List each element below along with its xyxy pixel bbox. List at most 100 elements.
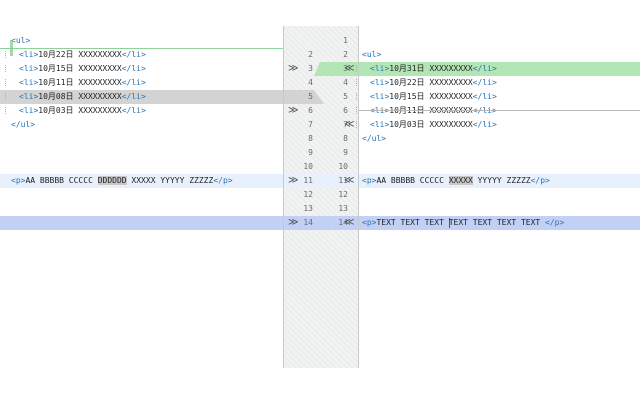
right-line-number: 7 [343, 120, 348, 129]
apply-left-arrows-icon[interactable]: ≪ [344, 63, 355, 74]
html-tag-token: </ul> [362, 134, 387, 143]
left-code-line[interactable]: <li>10月15日 XXXXXXXXX</li> [0, 62, 283, 76]
code-text: <p>TEXT TEXT TEXT TEXT TEXT TEXT TEXT </… [362, 216, 564, 230]
html-tag-token: <li> [19, 50, 39, 59]
right-line-number: 1 [343, 36, 348, 45]
left-line-number: 7 [308, 120, 313, 129]
html-tag-token: <li> [370, 64, 390, 73]
right-line-number: 5 [343, 92, 348, 101]
left-code-line[interactable]: <li>10月08日 XXXXXXXXX</li> [0, 90, 283, 104]
left-code-line[interactable] [0, 132, 283, 146]
right-line-number: 10 [338, 162, 348, 171]
html-tag-token: </p> [213, 176, 233, 185]
left-code-line[interactable]: <ul> [0, 34, 283, 48]
left-code-line[interactable] [0, 188, 283, 202]
html-tag-token: <ul> [11, 36, 31, 45]
gutter-diff-band [284, 216, 358, 230]
left-line-number [293, 34, 313, 48]
code-text: <li>10月11日 XXXXXXXXX</li> [19, 76, 146, 90]
html-tag-token: </p> [545, 218, 565, 227]
right-code-line[interactable]: <p>AA BBBBB CCCCC XXXXX YYYYY ZZZZZ</p> [359, 174, 640, 188]
left-code-line[interactable]: <li>10月11日 XXXXXXXXX</li> [0, 76, 283, 90]
left-code-line[interactable]: <p>AA BBBBB CCCCC DDDDDD XXXXX YYYYY ZZZ… [0, 174, 283, 188]
left-line-number: 6 [308, 106, 313, 115]
left-code-line[interactable]: </ul> [0, 118, 283, 132]
right-line-number: 4 [343, 78, 348, 87]
left-line-number: 10 [303, 162, 313, 171]
html-tag-token: <p> [11, 176, 26, 185]
left-line-number: 12 [303, 190, 313, 199]
text-token: 10月22日 XXXXXXXXX [389, 78, 473, 87]
apply-left-arrows-icon[interactable]: ≪ [344, 119, 355, 130]
right-code-line[interactable]: <li>10月22日 XXXXXXXXX</li> [356, 76, 640, 90]
indent-guide [4, 104, 8, 118]
gutter-diff-band [284, 174, 358, 188]
text-token: AA BBBBB CCCCC [376, 176, 449, 185]
gutter-diff-band [314, 62, 358, 76]
left-editor-pane[interactable]: <ul><li>10月22日 XXXXXXXXX</li><li>10月15日 … [0, 26, 283, 368]
apply-left-arrows-icon[interactable]: ≪ [344, 175, 355, 186]
code-text: <ul> [11, 34, 30, 48]
code-text: </ul> [362, 132, 386, 146]
html-tag-token: <li> [370, 120, 390, 129]
apply-right-arrows-icon[interactable]: ≫ [288, 175, 299, 186]
right-code-line[interactable] [359, 188, 640, 202]
code-text: <li>10月11日 XXXXXXXXX</li> [370, 104, 497, 118]
html-tag-token: </li> [472, 120, 497, 129]
code-text: <li>10月03日 XXXXXXXXX</li> [370, 118, 497, 132]
left-code-line[interactable] [0, 202, 283, 216]
right-code-line[interactable]: <li>10月15日 XXXXXXXXX</li> [356, 90, 640, 104]
html-tag-token: </li> [472, 78, 497, 87]
text-token: 10月15日 XXXXXXXXX [389, 92, 473, 101]
right-line-number: 6 [343, 106, 348, 115]
text-token: XXXXX YYYYY ZZZZZ [126, 176, 214, 185]
code-text: <li>10月22日 XXXXXXXXX</li> [19, 48, 146, 62]
left-line-number: 8 [308, 134, 313, 143]
indent-guide [355, 62, 359, 76]
html-tag-token: </ul> [11, 120, 36, 129]
indent-guide [355, 76, 359, 90]
right-line-number: 13 [338, 204, 348, 213]
left-line-number: 9 [308, 148, 313, 157]
right-code-line[interactable] [359, 160, 640, 174]
text-caret [448, 217, 450, 228]
html-tag-token: <p> [362, 218, 377, 227]
left-code-line[interactable]: <li>10月22日 XXXXXXXXX</li> [0, 48, 283, 62]
apply-left-arrows-icon[interactable]: ≪ [344, 217, 355, 228]
html-tag-token: </li> [121, 92, 146, 101]
text-token: AA BBBBB CCCCC [25, 176, 98, 185]
left-code-line[interactable] [0, 160, 283, 174]
indent-guide [4, 90, 8, 104]
diff-connector-line [0, 48, 283, 49]
left-line-number: 4 [308, 78, 313, 87]
text-token: 10月15日 XXXXXXXXX [38, 64, 122, 73]
right-code-line[interactable]: <li>10月31日 XXXXXXXXX</li> [356, 62, 640, 76]
right-code-line[interactable]: </ul> [359, 132, 640, 146]
apply-right-arrows-icon[interactable]: ≫ [288, 63, 299, 74]
right-code-line[interactable]: <li>10月03日 XXXXXXXXX</li> [356, 118, 640, 132]
right-code-line[interactable] [359, 34, 640, 48]
text-token: 10月08日 XXXXXXXXX [38, 92, 122, 101]
left-line-number: 13 [303, 204, 313, 213]
right-code-line[interactable] [359, 146, 640, 160]
left-code-line[interactable] [0, 146, 283, 160]
gutter-diff-band [284, 90, 324, 104]
code-text: <p>AA BBBBB CCCCC DDDDDD XXXXX YYYYY ZZZ… [11, 174, 233, 188]
right-code-line[interactable]: <ul> [359, 48, 640, 62]
html-tag-token: </li> [472, 92, 497, 101]
html-tag-token: <li> [19, 92, 39, 101]
right-code-line[interactable] [359, 202, 640, 216]
code-text: <p>AA BBBBB CCCCC XXXXX YYYYY ZZZZZ</p> [362, 174, 550, 188]
apply-right-arrows-icon[interactable]: ≫ [288, 217, 299, 228]
right-code-line[interactable]: <li>10月11日 XXXXXXXXX</li> [356, 104, 640, 118]
left-code-line[interactable]: <li>10月03日 XXXXXXXXX</li> [0, 104, 283, 118]
right-code-line[interactable]: <p>TEXT TEXT TEXT TEXT TEXT TEXT TEXT </… [359, 216, 640, 230]
left-line-number: 2 [308, 50, 313, 59]
indent-guide [355, 104, 359, 118]
apply-right-arrows-icon[interactable]: ≫ [288, 105, 299, 116]
right-editor-pane[interactable]: <ul><li>10月31日 XXXXXXXXX</li><li>10月22日 … [356, 26, 640, 368]
html-tag-token: </li> [121, 50, 146, 59]
left-code-line[interactable] [0, 216, 283, 230]
html-tag-token: <p> [362, 176, 377, 185]
